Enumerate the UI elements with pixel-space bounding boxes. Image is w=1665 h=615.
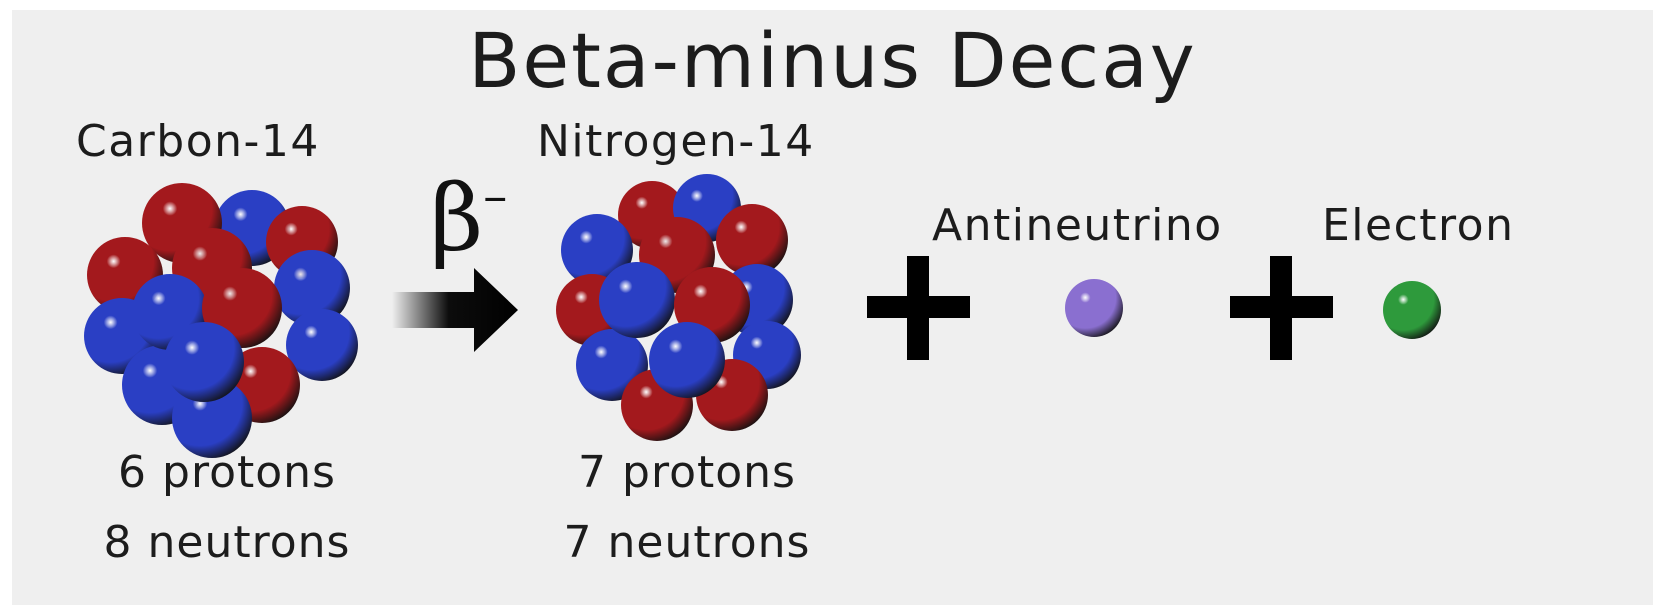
neutron-sphere <box>286 309 358 381</box>
diagram-panel: Beta-minus Decay Carbon-14 Nitrogen-14 A… <box>12 10 1653 605</box>
neutron-sphere <box>599 262 675 338</box>
reactant-counts: 6 protons 8 neutrons <box>82 438 372 578</box>
arrow-right-icon <box>392 268 518 352</box>
antineutrino-sphere <box>1065 279 1123 337</box>
product-counts: 7 protons 7 neutrons <box>542 438 832 578</box>
plus-icon <box>1230 256 1333 360</box>
neutron-sphere <box>164 322 244 402</box>
plus-layer <box>867 256 1333 360</box>
diagram-title: Beta-minus Decay <box>468 16 1197 105</box>
product-neutrons: 7 neutrons <box>563 517 811 568</box>
emitted-particles <box>1065 279 1441 339</box>
neutron-sphere <box>561 214 633 286</box>
reactant-protons: 6 protons <box>118 447 336 498</box>
neutron-sphere <box>649 322 725 398</box>
reaction-arrow-layer <box>392 268 518 352</box>
product-name: Nitrogen-14 <box>537 116 815 167</box>
nitrogen-14-nucleus <box>556 174 801 441</box>
electron-sphere <box>1383 281 1441 339</box>
electron-label: Electron <box>1322 200 1515 251</box>
beta-superscript: – <box>483 168 508 225</box>
proton-sphere <box>716 204 788 276</box>
beta-minus-symbol: β– <box>430 165 507 272</box>
beta-letter: β <box>430 165 484 272</box>
antineutrino-label: Antineutrino <box>932 200 1223 251</box>
carbon-14-nucleus <box>84 183 358 458</box>
neutron-sphere <box>274 250 350 326</box>
product-protons: 7 protons <box>578 447 796 498</box>
reactant-neutrons: 8 neutrons <box>103 517 351 568</box>
reactant-name: Carbon-14 <box>76 116 320 167</box>
plus-icon <box>867 256 970 360</box>
